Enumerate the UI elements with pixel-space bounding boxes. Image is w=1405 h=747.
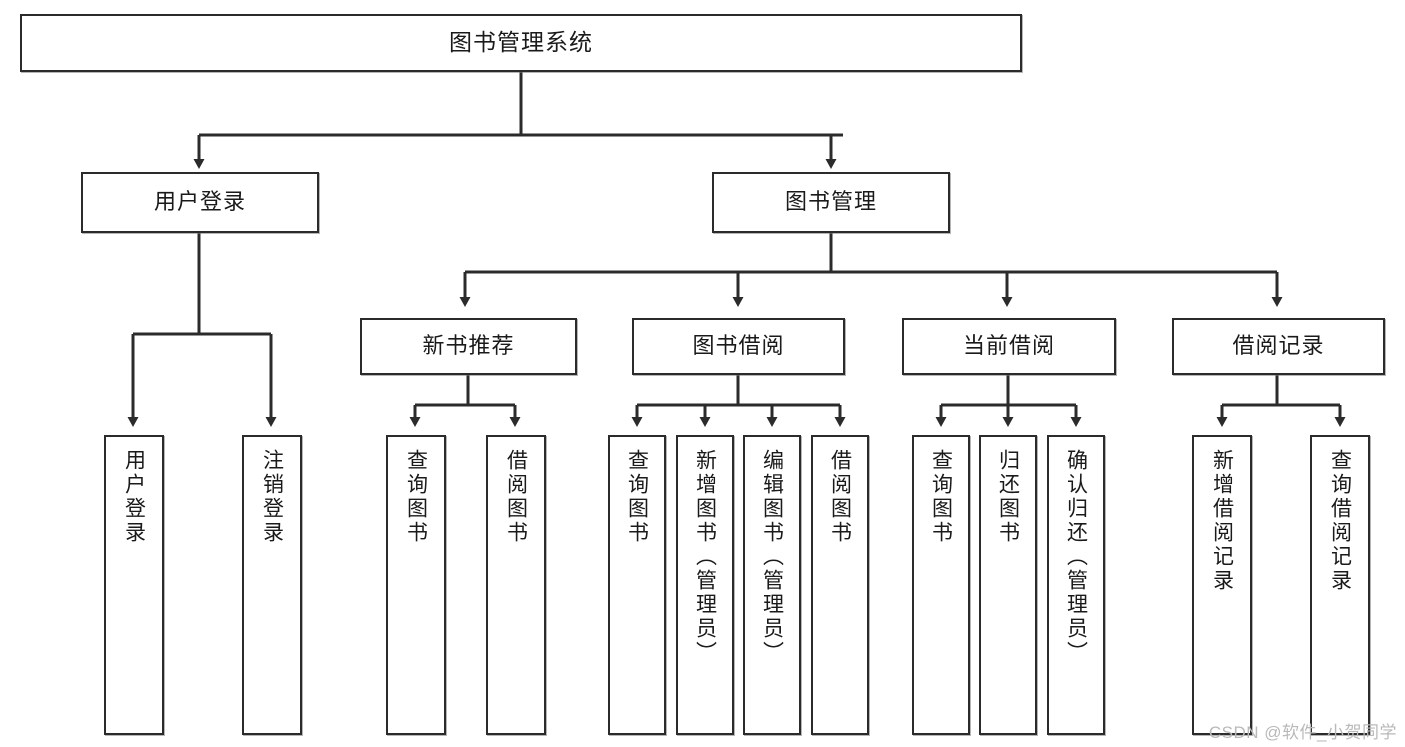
node-label: 借阅图书 — [828, 449, 852, 545]
node-leaf-query-book-current[interactable]: 查询图书 — [912, 435, 970, 735]
node-label: 图书管理系统 — [449, 29, 593, 56]
node-user-login[interactable]: 用户登录 — [81, 172, 319, 233]
node-leaf-edit-book-admin[interactable]: 编辑图书（管理员） — [743, 435, 801, 735]
node-leaf-query-book-borrow[interactable]: 查询图书 — [608, 435, 666, 735]
node-label: 新增图书（管理员） — [693, 449, 717, 665]
node-book-management[interactable]: 图书管理 — [712, 172, 950, 233]
node-leaf-user-login[interactable]: 用户登录 — [104, 435, 164, 735]
node-label: 用户登录 — [153, 189, 246, 215]
node-label: 新增借阅记录 — [1210, 449, 1234, 593]
node-label: 图书借阅 — [692, 333, 785, 359]
node-label: 用户登录 — [122, 449, 146, 545]
node-leaf-query-borrow-record[interactable]: 查询借阅记录 — [1310, 435, 1370, 735]
node-label: 当前借阅 — [962, 333, 1055, 359]
node-label: 借阅图书 — [504, 449, 528, 545]
node-leaf-add-book-admin[interactable]: 新增图书（管理员） — [676, 435, 734, 735]
node-borrow-record[interactable]: 借阅记录 — [1172, 318, 1385, 375]
node-label: 查询借阅记录 — [1328, 449, 1352, 593]
node-leaf-return-book[interactable]: 归还图书 — [979, 435, 1037, 735]
node-leaf-add-borrow-record[interactable]: 新增借阅记录 — [1192, 435, 1252, 735]
node-root-book-management-system[interactable]: 图书管理系统 — [20, 14, 1022, 72]
node-current-borrow[interactable]: 当前借阅 — [902, 318, 1116, 375]
node-label: 归还图书 — [996, 449, 1020, 545]
node-leaf-borrow-book[interactable]: 借阅图书 — [811, 435, 869, 735]
node-label: 查询图书 — [929, 449, 953, 545]
node-new-book-recommend[interactable]: 新书推荐 — [360, 318, 577, 375]
node-label: 注销登录 — [260, 449, 284, 545]
node-label: 查询图书 — [625, 449, 649, 545]
node-label: 图书管理 — [784, 189, 877, 215]
node-label: 查询图书 — [404, 449, 428, 545]
node-book-borrow[interactable]: 图书借阅 — [632, 318, 845, 375]
node-label: 确认归还（管理员） — [1064, 449, 1088, 665]
node-label: 借阅记录 — [1232, 333, 1325, 359]
node-label: 编辑图书（管理员） — [760, 449, 784, 665]
node-leaf-query-book-new[interactable]: 查询图书 — [386, 435, 446, 735]
node-leaf-borrow-book-new[interactable]: 借阅图书 — [486, 435, 546, 735]
node-leaf-logout[interactable]: 注销登录 — [242, 435, 302, 735]
node-leaf-confirm-return-admin[interactable]: 确认归还（管理员） — [1047, 435, 1105, 735]
node-label: 新书推荐 — [422, 333, 515, 359]
